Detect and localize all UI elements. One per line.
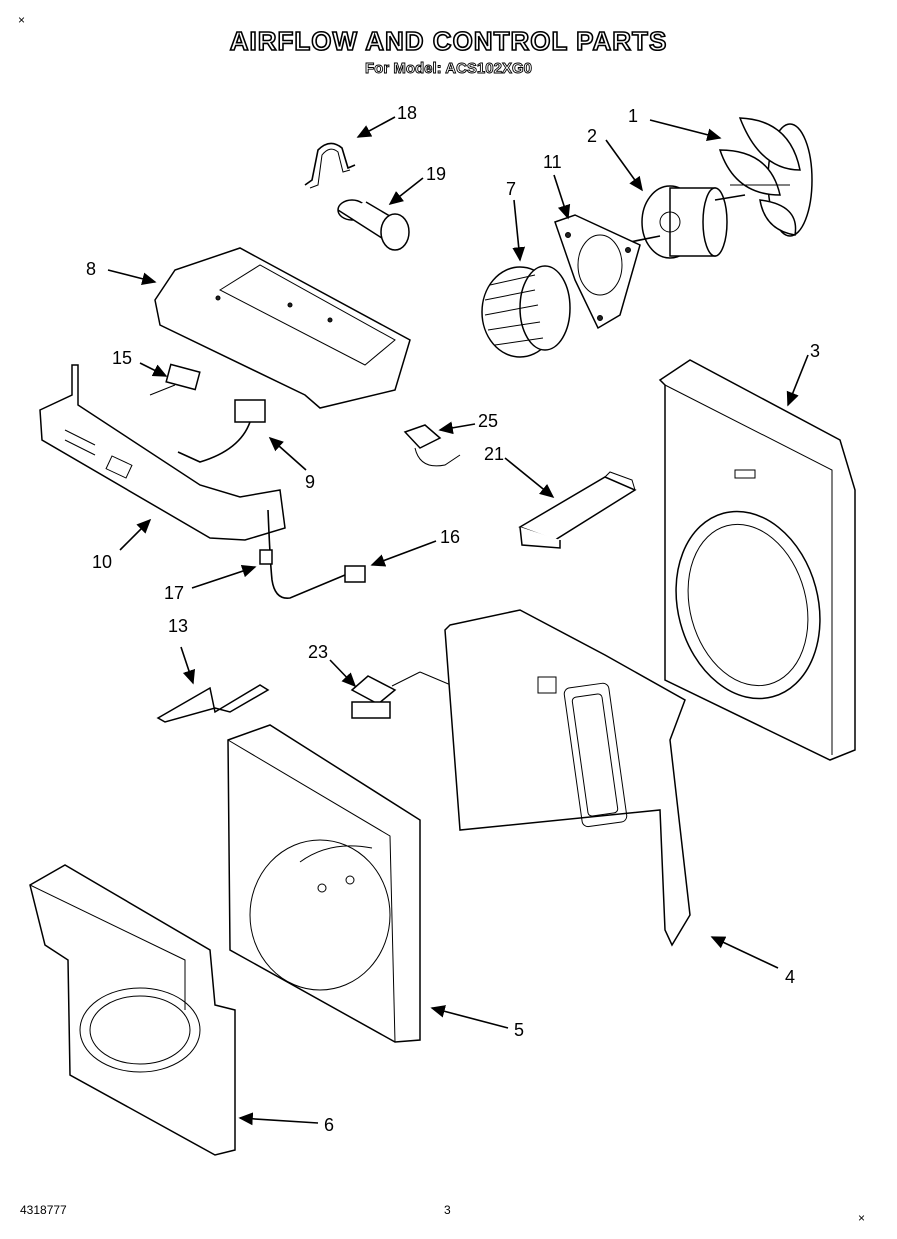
callout-9: 9: [305, 472, 315, 492]
callout-4: 4: [785, 967, 795, 987]
part-divider-panel: [444, 609, 691, 947]
callout-2: 2: [587, 126, 597, 146]
part-drain-trough: [518, 471, 637, 549]
part-capacitor: [337, 199, 410, 251]
part-shroud: [227, 724, 421, 1043]
corner-mark: ×: [858, 1211, 865, 1225]
part-fan-blade: [718, 117, 813, 237]
part-sensor-25: [403, 424, 461, 467]
leader-lines: [107, 116, 809, 1126]
callout-8: 8: [86, 259, 96, 279]
part-control-bracket: [39, 364, 286, 541]
callout-19: 19: [426, 164, 446, 184]
part-front-panel: [658, 359, 856, 761]
corner-mark: ×: [18, 13, 25, 27]
callout-7: 7: [506, 179, 516, 199]
part-blower-wheel: [481, 265, 571, 358]
model-subtitle: For Model: ACS102XG0: [365, 60, 533, 78]
page-number: 3: [444, 1203, 451, 1217]
callout-18: 18: [397, 103, 417, 123]
page-title: AIRFLOW AND CONTROL PARTS: [229, 25, 668, 57]
callout-21: 21: [484, 444, 504, 464]
callout-1: 1: [628, 106, 638, 126]
part-motor-mount: [554, 214, 641, 330]
part-top-cover: [154, 247, 411, 409]
part-power-cord: [259, 509, 366, 599]
callout-6: 6: [324, 1115, 334, 1135]
callout-10: 10: [92, 552, 112, 572]
document-number: 4318777: [20, 1203, 67, 1217]
callout-11: 11: [543, 152, 562, 172]
callout-17: 17: [164, 583, 184, 603]
part-outer-shroud: [29, 864, 236, 1156]
part-switch: [149, 363, 201, 396]
callout-5: 5: [514, 1020, 524, 1040]
callout-13: 13: [168, 616, 188, 636]
part-capacitor-bracket: [304, 142, 356, 189]
callout-labels: 1 2 3 4 5 6 7 8 9 10 11 13 15 16 17 18 1…: [86, 103, 820, 1135]
callout-16: 16: [440, 527, 460, 547]
part-thermostat: [177, 399, 266, 463]
callout-3: 3: [810, 341, 820, 361]
callout-15: 15: [112, 348, 132, 368]
callout-25: 25: [478, 411, 498, 431]
part-motor: [629, 185, 746, 259]
part-bracket-13: [156, 684, 270, 723]
callout-23: 23: [308, 642, 328, 662]
